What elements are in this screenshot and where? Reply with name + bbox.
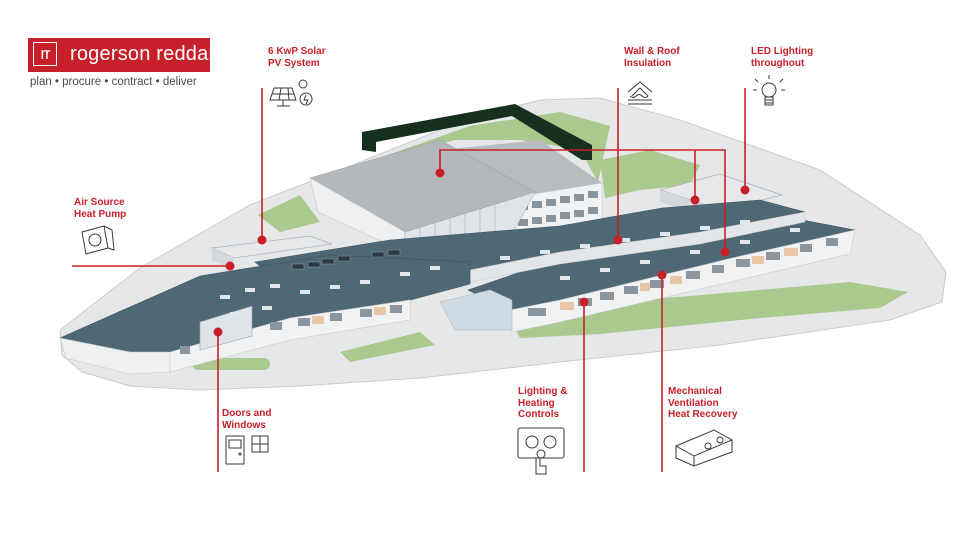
ventilation-unit-icon <box>674 429 734 467</box>
heat-pump-icon <box>81 225 115 255</box>
solar-panels <box>291 249 401 270</box>
doors-dot <box>213 327 223 337</box>
roof-link-line <box>439 149 726 252</box>
hedge-boundary <box>362 104 592 160</box>
heatpump-dot <box>225 261 235 271</box>
light-bulb-icon <box>753 75 785 106</box>
solar-panel-icon <box>269 79 313 107</box>
roof-dot-main <box>720 247 730 257</box>
solar-dot <box>257 235 267 245</box>
grass-area-southwest <box>340 332 435 362</box>
rear-block-roof <box>440 140 602 198</box>
callout-insulation-label: Wall & Roof Insulation <box>624 46 680 69</box>
brand-banner <box>28 38 210 72</box>
roof-dot-hall <box>435 168 445 178</box>
grass-area-west <box>258 195 320 232</box>
entrance-glazing <box>199 305 253 351</box>
callout-dots <box>213 168 750 337</box>
roof-dot-plant <box>690 195 700 205</box>
callout-controls-label: Lighting & Heating Controls <box>518 386 568 420</box>
brand-monogram: rr <box>33 42 57 66</box>
controls-dot <box>579 297 589 307</box>
insulation-dot <box>613 235 623 245</box>
callout-mvhr-label: Mechanical Ventilation Heat Recovery <box>668 386 738 420</box>
brand-name: rogerson reddan <box>70 43 220 65</box>
grass-area-south <box>505 282 908 338</box>
callout-lines <box>72 88 746 472</box>
control-panel-icon <box>517 427 565 475</box>
callout-led-label: LED Lighting throughout <box>751 46 814 69</box>
mvhr-dot <box>657 270 667 280</box>
door-window-icon <box>225 435 269 465</box>
led-dot <box>740 185 750 195</box>
brand-tagline: plan • procure • contract • deliver <box>30 76 197 88</box>
callout-solar-label: 6 KwP Solar PV System <box>268 46 326 69</box>
callout-doors-label: Doors and Windows <box>222 408 272 431</box>
callout-heatpump-label: Air Source Heat Pump <box>74 197 127 220</box>
courtyard-glazing <box>439 289 513 331</box>
roof-skylights <box>220 220 800 316</box>
west-wing-south-wall <box>169 299 411 373</box>
insulation-icon <box>627 81 653 105</box>
